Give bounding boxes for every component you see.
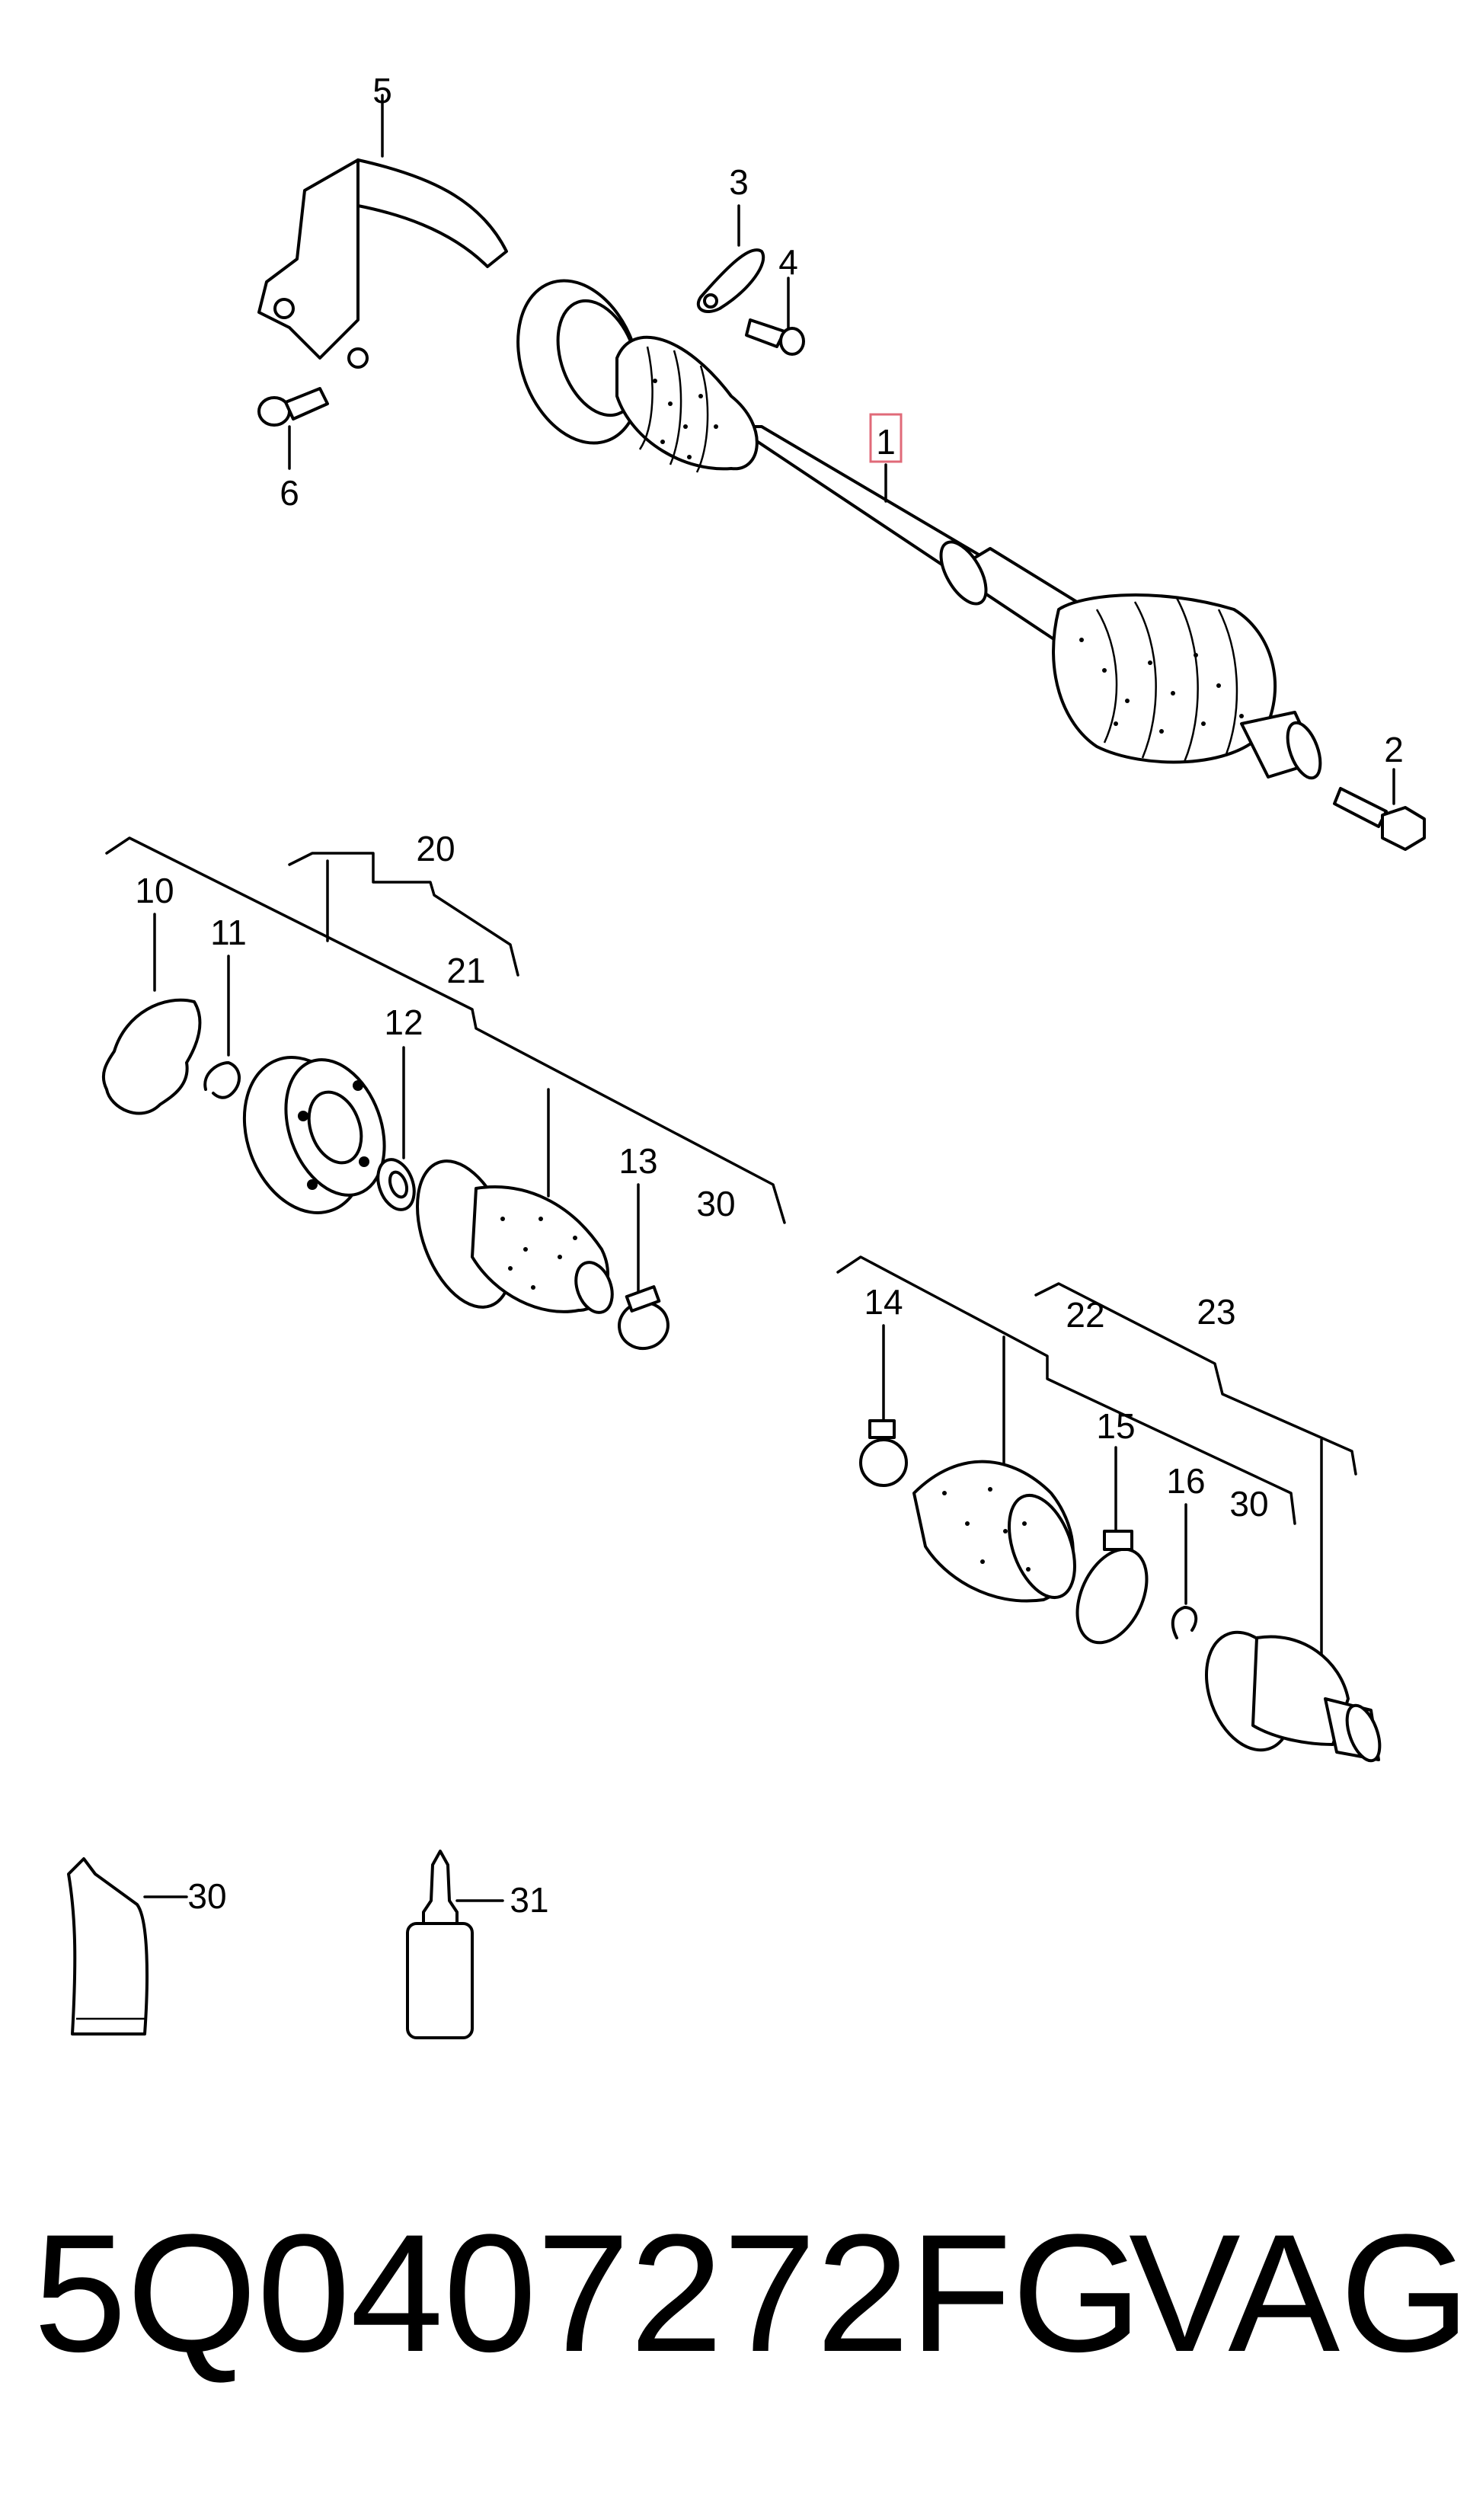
- kit-bracket-23: [1034, 1282, 1357, 1476]
- driveshaft-assembly: 1: [516, 279, 1322, 780]
- callout-15: 15: [1096, 1406, 1135, 1446]
- circlip-16: [1171, 1606, 1198, 1639]
- callout-2: 2: [1384, 730, 1404, 769]
- kit-bracket-30: [105, 836, 786, 1224]
- callout-16: 16: [1166, 1461, 1205, 1501]
- gasket-10: [101, 998, 202, 1115]
- outer-joint-kit: 14 22 15 16 23 30: [836, 1255, 1382, 1763]
- clamp-15: [1075, 1547, 1149, 1645]
- callout-31: 31: [510, 1880, 548, 1920]
- callout-6: 6: [280, 473, 299, 513]
- callout-11: 11: [210, 913, 247, 952]
- grease-tube: 30: [67, 1857, 227, 2036]
- boot-texture-dots: [653, 379, 1244, 734]
- clamp-14: [859, 1438, 908, 1487]
- callout-22: 22: [1066, 1295, 1104, 1335]
- exploded-parts-diagram: 1 5 6 3 4 2: [67, 71, 1426, 2039]
- part-footer: 5Q0407272FG VAG: [0, 2194, 1470, 2392]
- callout-1-highlight: [869, 413, 903, 463]
- callout-21: 21: [446, 951, 485, 990]
- callout-30-outer-kit: 30: [1229, 1484, 1268, 1524]
- outer-cv-boot: [1052, 593, 1277, 764]
- callout-13: 13: [618, 1141, 657, 1181]
- callout-1: 1: [876, 422, 896, 462]
- shaft-damper-ring: [939, 540, 988, 606]
- part-number: 5Q0407272FG: [34, 2199, 1142, 2387]
- callout-4: 4: [778, 242, 798, 282]
- bolt-2: 2: [1333, 730, 1426, 851]
- kit-bracket-22: [836, 1255, 1296, 1525]
- sealant-bottle: 31: [406, 1850, 549, 2039]
- callout-23: 23: [1197, 1292, 1235, 1332]
- lock-plate-3: 3: [696, 162, 765, 313]
- callout-5: 5: [372, 71, 392, 110]
- bolt-6: 6: [257, 387, 329, 513]
- callout-3: 3: [729, 162, 749, 202]
- inner-joint-kit: 10 11 20 12 21 13 30: [101, 829, 786, 1351]
- callout-30-grease: 30: [187, 1876, 226, 1916]
- callout-10: 10: [135, 871, 174, 910]
- inner-cv-boot: [615, 335, 759, 471]
- callout-14: 14: [864, 1282, 903, 1322]
- brand-name: VAG: [1129, 2199, 1470, 2387]
- kit-bracket-20: [288, 852, 519, 977]
- callout-12: 12: [384, 1003, 423, 1042]
- bolt-4: 4: [745, 242, 805, 356]
- callout-30-kit: 30: [696, 1184, 735, 1223]
- callout-20: 20: [416, 829, 455, 868]
- heat-shield: 5: [257, 71, 508, 369]
